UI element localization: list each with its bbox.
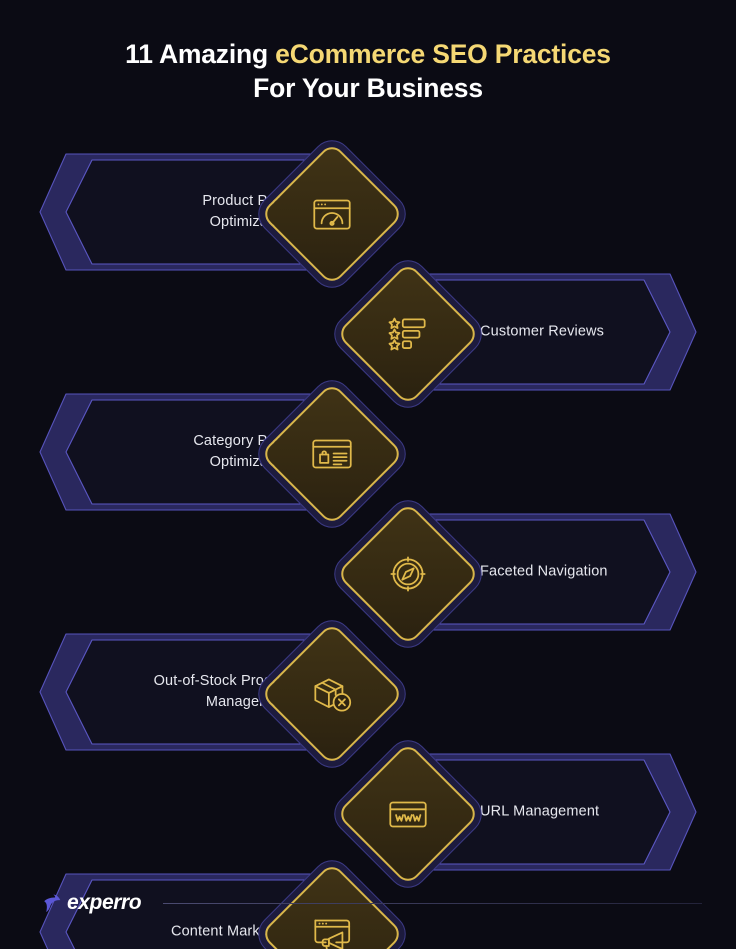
title-part-plain: 11 Amazing bbox=[125, 39, 276, 69]
experro-bird-icon bbox=[42, 892, 64, 914]
practice-icon-diamond-7 bbox=[259, 861, 405, 949]
practice-row-6: URL Management bbox=[399, 752, 700, 872]
practice-icon-diamond-5 bbox=[259, 621, 405, 767]
practice-label-3: Category Page Optimization bbox=[193, 432, 292, 470]
practice-row-3: Category Page Optimization bbox=[36, 392, 337, 512]
footer-divider bbox=[163, 902, 702, 904]
practice-label-7: Content Marketing bbox=[170, 923, 292, 940]
practice-icon-diamond-6 bbox=[335, 741, 481, 887]
title-line-2: For Your Business bbox=[253, 72, 483, 103]
practice-label-1: Product Page Optimization bbox=[202, 192, 292, 230]
practice-row-7: Content Marketing bbox=[36, 872, 337, 949]
footer: experro bbox=[42, 891, 702, 915]
practice-label-6: URL Management bbox=[480, 803, 600, 820]
experro-wordmark: experro bbox=[67, 891, 142, 914]
practice-label-4: Faceted Navigation bbox=[480, 563, 608, 580]
practice-row-5: Out-of-Stock Product Management bbox=[36, 632, 337, 752]
practice-row-2: Customer Reviews bbox=[399, 272, 700, 392]
www-browser-icon bbox=[380, 786, 436, 842]
practice-label-2: Customer Reviews bbox=[480, 323, 605, 340]
practice-label-5: Out-of-Stock Product Management bbox=[153, 672, 292, 710]
megaphone-browser-icon bbox=[304, 906, 360, 949]
practice-icon-diamond-4 bbox=[335, 501, 481, 647]
browser-gauge-icon bbox=[304, 186, 360, 242]
compass-icon bbox=[380, 546, 436, 602]
practice-icon-diamond-1 bbox=[259, 141, 405, 287]
page-title: 11 Amazing eCommerce SEO Practices For Y… bbox=[0, 38, 736, 106]
practice-row-1: Product Page Optimization bbox=[36, 152, 337, 272]
category-card-icon bbox=[304, 426, 360, 482]
practice-row-4: Faceted Navigation bbox=[399, 512, 700, 632]
practice-icon-diamond-3 bbox=[259, 381, 405, 527]
title-line-1: 11 Amazing eCommerce SEO Practices bbox=[0, 38, 736, 72]
star-rating-list-icon bbox=[380, 306, 436, 362]
practice-icon-diamond-2 bbox=[335, 261, 481, 407]
box-cross-icon bbox=[304, 666, 360, 722]
title-part-accent: eCommerce SEO Practices bbox=[275, 39, 611, 69]
